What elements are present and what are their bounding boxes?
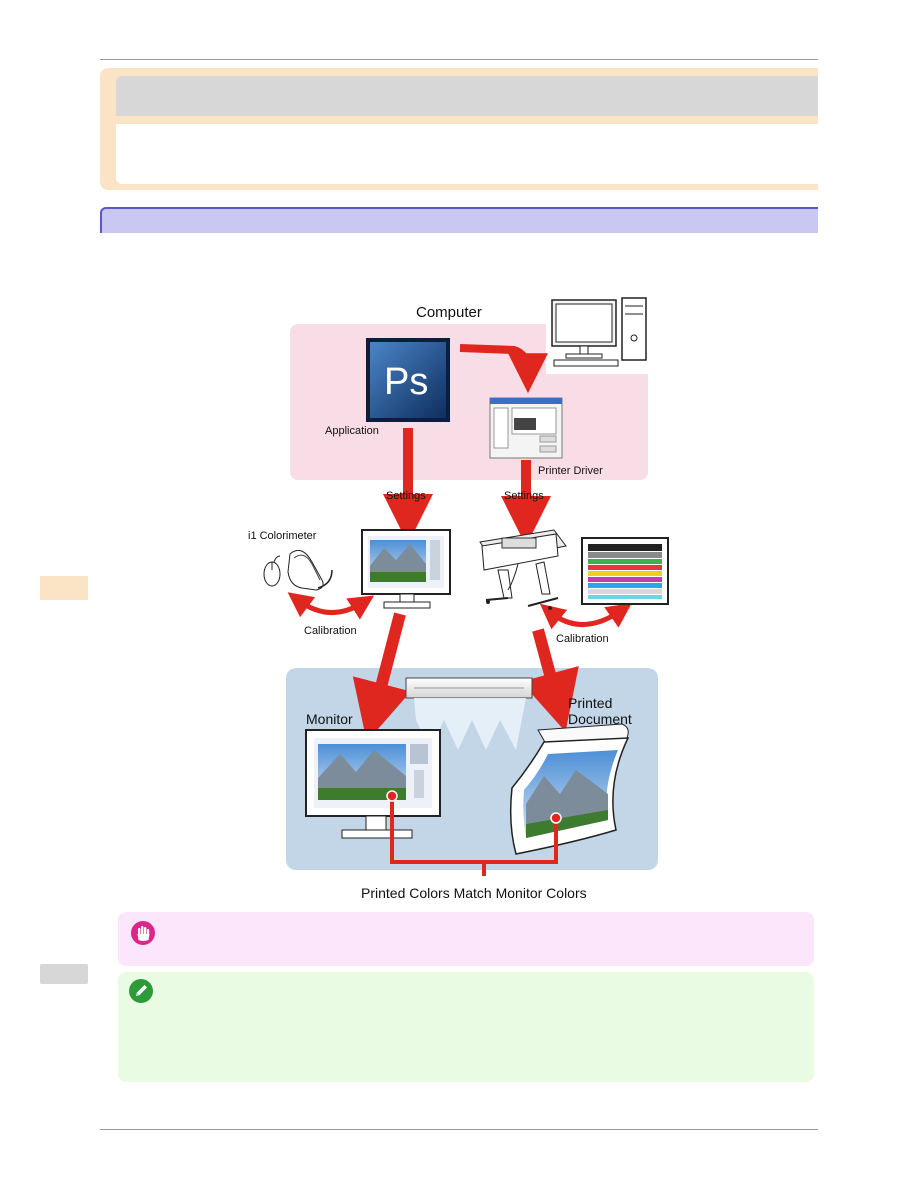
important-callout — [118, 912, 814, 966]
color-management-diagram: Computer Ps Application Printer Driver S… — [248, 296, 669, 901]
printed-label-line1: Printed — [568, 695, 612, 711]
settings-left-label: Settings — [386, 490, 426, 502]
side-page-tab[interactable] — [40, 964, 88, 984]
hand-stop-icon — [131, 921, 155, 945]
large-monitor-icon — [305, 729, 441, 839]
arrow-printer-to-view — [520, 628, 579, 732]
settings-right-label: Settings — [504, 490, 544, 502]
printer-driver-label: Printer Driver — [538, 465, 603, 477]
app-icon-text: Ps — [384, 361, 428, 403]
arrow-to-driver — [459, 344, 548, 394]
viewing-lamp-icon — [405, 677, 533, 750]
printed-label-line2: Document — [568, 711, 632, 727]
photoshop-app-icon: Ps — [366, 338, 450, 422]
arrow-monitor-to-view — [352, 612, 411, 742]
note-callout — [118, 972, 814, 1082]
section-heading-bar — [100, 207, 818, 233]
top-rule — [100, 59, 818, 60]
computer-label: Computer — [416, 304, 482, 321]
pencil-icon — [129, 979, 153, 1003]
chapter-title-bar — [116, 76, 818, 116]
calibration-arrow-right — [539, 603, 632, 630]
bottom-rule — [100, 1129, 818, 1130]
side-chapter-tab[interactable] — [40, 576, 88, 600]
monitor-label: Monitor — [306, 711, 353, 727]
color-chart-icon — [581, 537, 669, 605]
colorimeter-icon — [263, 549, 333, 591]
color-match-connector — [386, 790, 562, 876]
large-format-printer-icon — [479, 529, 567, 610]
colorimeter-label: i1 Colorimeter — [248, 530, 317, 542]
match-caption: Printed Colors Match Monitor Colors — [361, 885, 587, 901]
printed-document-icon — [509, 723, 630, 855]
small-monitor-icon — [361, 529, 451, 609]
application-label: Application — [325, 425, 379, 437]
calibration-arrow-left — [287, 592, 375, 620]
desktop-computer-icon — [546, 296, 650, 374]
chapter-summary-area — [116, 124, 818, 184]
calibration-right-label: Calibration — [556, 633, 609, 645]
calibration-left-label: Calibration — [304, 625, 357, 637]
printer-driver-dialog-icon — [489, 397, 563, 459]
